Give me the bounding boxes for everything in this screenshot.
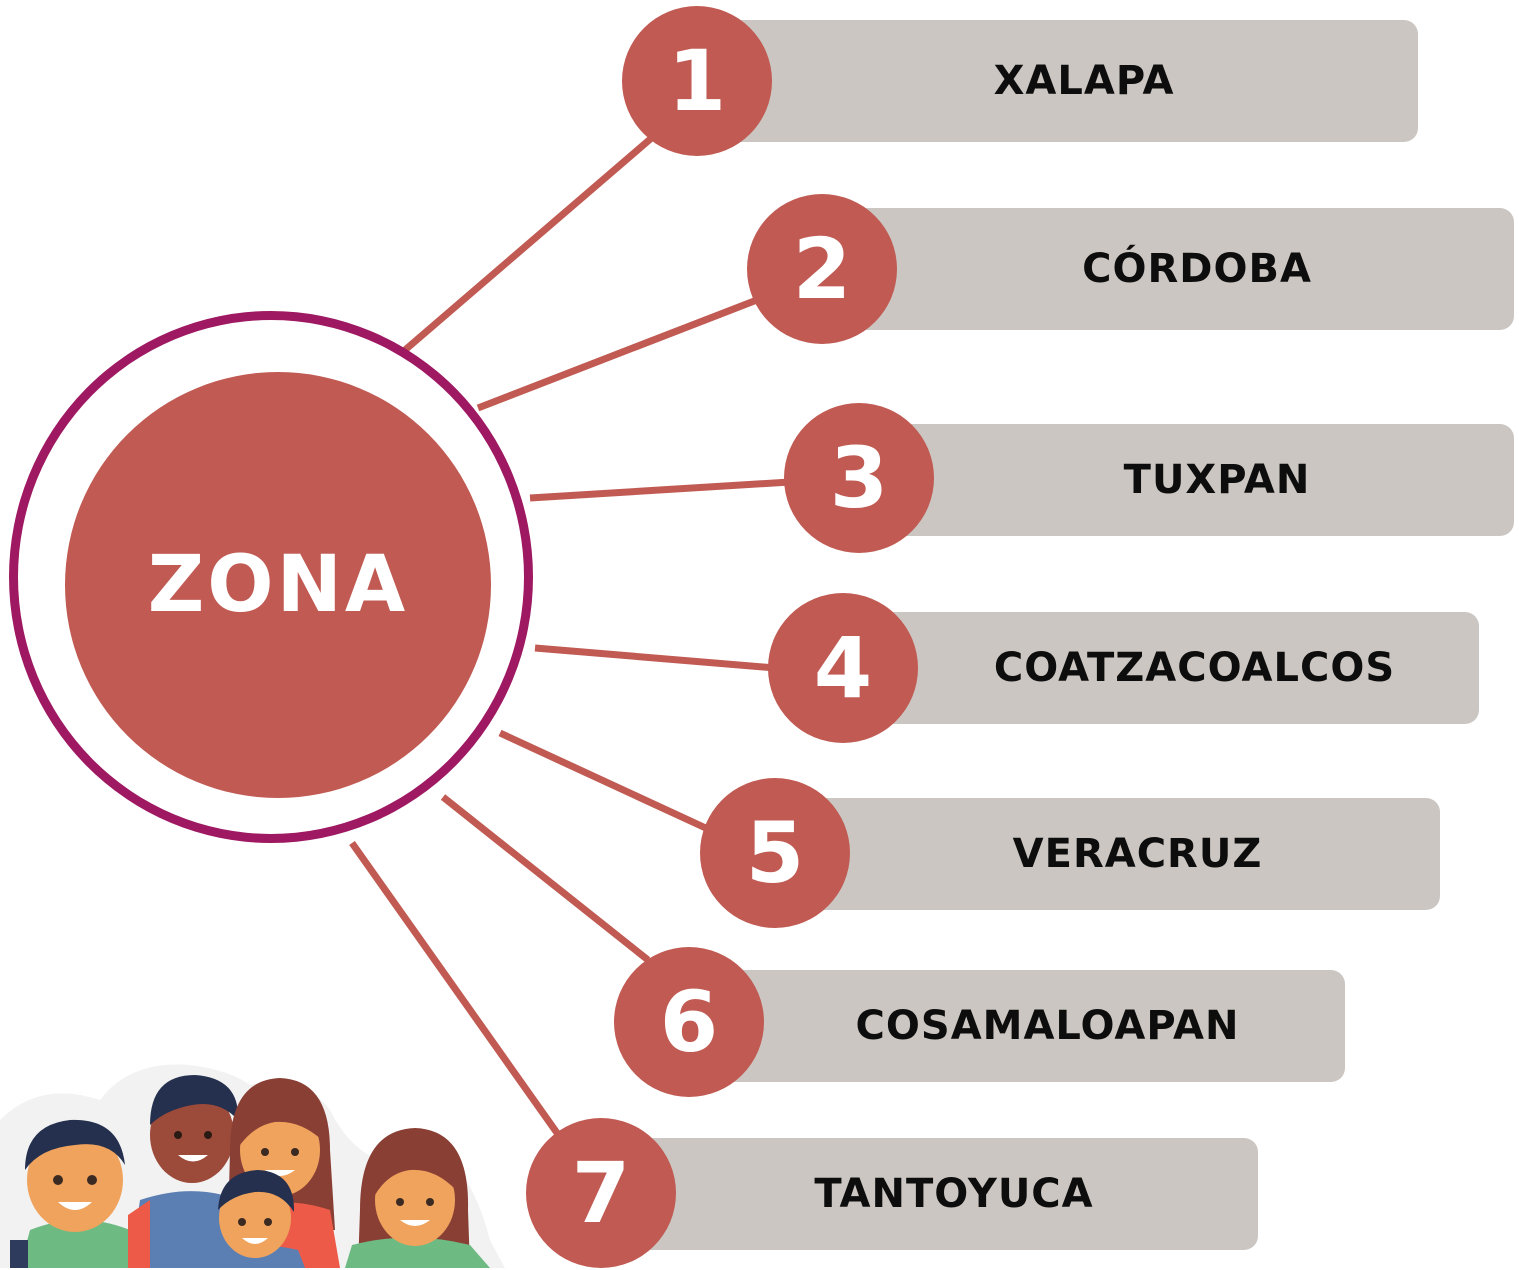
hub-circle: ZONA xyxy=(65,372,491,798)
hub-label: ZONA xyxy=(147,540,409,630)
zone-number-1: 1 xyxy=(622,6,772,156)
connector-line-6 xyxy=(440,794,651,963)
zone-pill-5: VERACRUZ xyxy=(775,798,1440,910)
connector-line-4 xyxy=(534,644,776,672)
zone-pill-3: TUXPAN xyxy=(860,424,1514,536)
zone-name: VERACRUZ xyxy=(1012,831,1263,877)
connector-line-5 xyxy=(498,729,712,834)
zone-name: TANTOYUCA xyxy=(814,1171,1094,1217)
student-figure-1 xyxy=(10,1119,135,1268)
zone-name: COATZACOALCOS xyxy=(993,645,1396,691)
zone-name: COSAMALOAPAN xyxy=(855,1003,1240,1049)
zone-name: XALAPA xyxy=(993,58,1175,104)
zone-pill-1: XALAPA xyxy=(695,20,1418,142)
zone-pill-7: TANTOYUCA xyxy=(600,1138,1258,1250)
zone-number-5: 5 xyxy=(700,778,850,928)
student-figure-4 xyxy=(205,1170,305,1268)
zone-name: CÓRDOBA xyxy=(1082,246,1312,292)
zone-number-4: 4 xyxy=(768,593,918,743)
zone-pill-6: COSAMALOAPAN xyxy=(690,970,1345,1082)
connector-line-1 xyxy=(402,132,658,353)
zone-pill-4: COATZACOALCOS xyxy=(845,612,1479,724)
students-illustration xyxy=(0,1064,505,1268)
zone-number-3: 3 xyxy=(784,403,934,553)
zone-name: TUXPAN xyxy=(1123,457,1311,503)
zone-number-6: 6 xyxy=(614,947,764,1097)
connector-line-7 xyxy=(349,840,565,1143)
connector-line-3 xyxy=(529,478,791,502)
zone-pill-2: CÓRDOBA xyxy=(820,208,1514,330)
connector-line-2 xyxy=(476,294,764,412)
zone-number-2: 2 xyxy=(747,194,897,344)
zone-number-7: 7 xyxy=(526,1118,676,1268)
student-figure-5 xyxy=(345,1128,490,1268)
